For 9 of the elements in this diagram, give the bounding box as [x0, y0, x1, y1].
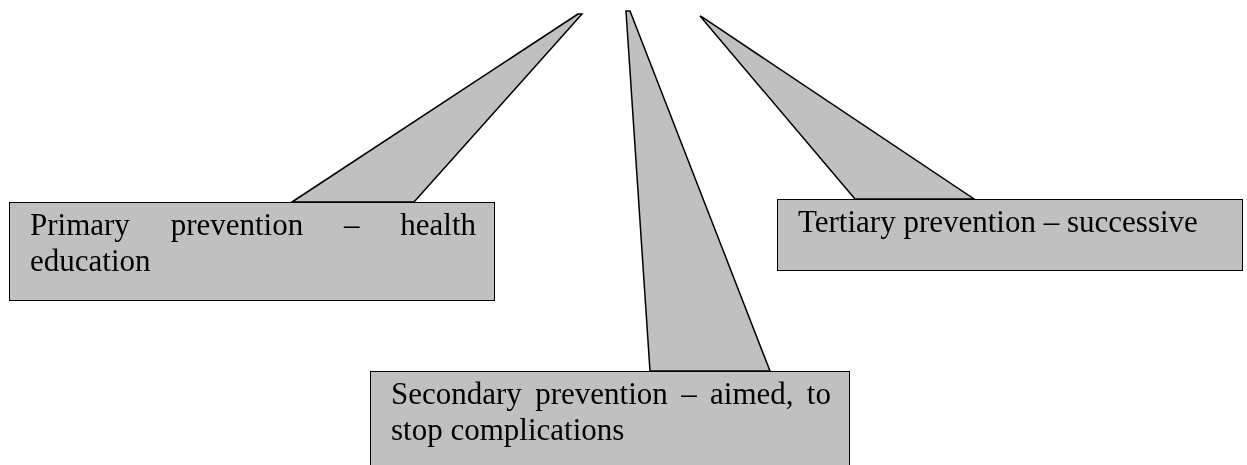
callout-box: [777, 199, 1243, 271]
callout-pointer: [625, 10, 771, 372]
callout-pointer: [291, 13, 584, 203]
callout-text: Primary prevention – health education: [30, 207, 476, 279]
callout-pointer: [699, 15, 975, 200]
callout-text: Secondary prevention – aimed, to stop complications: [391, 376, 831, 448]
callout-box: [9, 202, 495, 301]
callout-box: [370, 371, 850, 465]
callout-text: Tertiary prevention – successive: [798, 204, 1199, 240]
